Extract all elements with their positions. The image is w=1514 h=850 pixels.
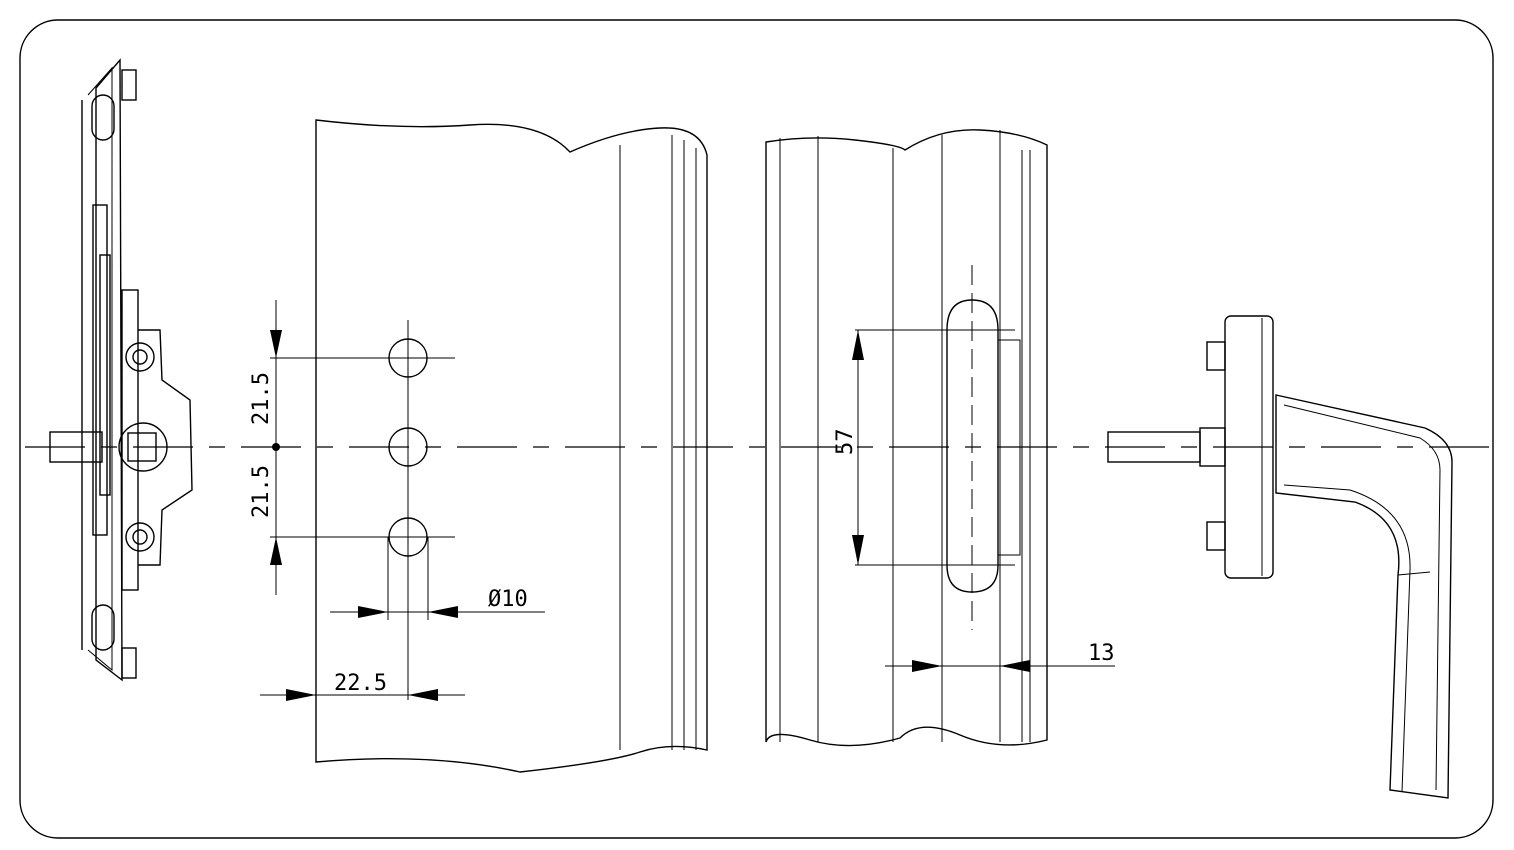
dim-upper-spacing: 21.5	[249, 372, 274, 425]
sash-profile-drilling	[270, 119, 708, 773]
gear-mechanism-side-view	[49, 58, 193, 682]
dimension-hole-diameter: Ø10	[330, 537, 545, 620]
frame-profile-slot	[765, 129, 1048, 747]
dimension-slot-length: 57	[833, 330, 864, 565]
dimension-vertical-spacing: 21.5 21.5	[249, 300, 282, 595]
dim-hole-diameter: Ø10	[488, 587, 528, 612]
window-handle-side-view	[1107, 315, 1453, 799]
dim-lower-spacing: 21.5	[249, 465, 274, 518]
dimension-edge-offset: 22.5	[260, 671, 465, 705]
drawing-frame	[19, 19, 1494, 839]
dim-slot-offset: 13	[1088, 641, 1115, 666]
dimension-slot-offset: 13	[885, 641, 1115, 675]
dim-edge-offset: 22.5	[334, 671, 387, 696]
dim-slot-length: 57	[833, 429, 858, 456]
